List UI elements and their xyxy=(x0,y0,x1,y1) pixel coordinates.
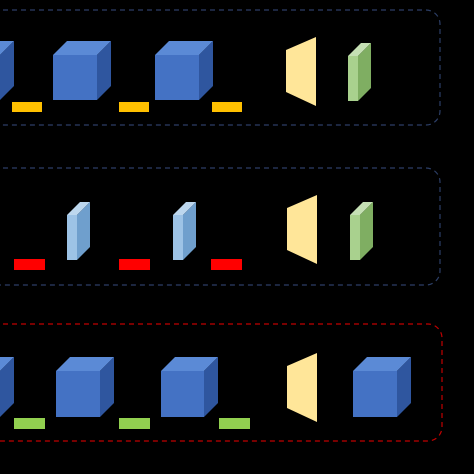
row-1-dashed-frame xyxy=(0,9,441,126)
token-green xyxy=(119,418,150,429)
token-yellow xyxy=(12,102,42,112)
row-2 xyxy=(0,167,441,286)
cube-block xyxy=(53,41,111,100)
thin-blue-block xyxy=(67,202,90,260)
row-3-dashed-frame xyxy=(0,323,443,442)
cube-block xyxy=(155,41,213,100)
trapezoid-block xyxy=(287,195,317,264)
token-red xyxy=(211,259,242,270)
token-green xyxy=(14,418,45,429)
thin-green-block xyxy=(348,43,371,101)
row-3 xyxy=(0,323,443,442)
cube-block xyxy=(0,41,14,100)
thin-green-block xyxy=(350,202,373,260)
token-red xyxy=(119,259,150,270)
token-red xyxy=(14,259,45,270)
token-yellow xyxy=(212,102,242,112)
row-2-dashed-frame xyxy=(0,167,441,286)
cube-block xyxy=(0,357,14,417)
cube-block xyxy=(56,357,114,417)
token-yellow xyxy=(119,102,149,112)
thin-blue-block xyxy=(173,202,196,260)
row-1 xyxy=(0,9,441,126)
token-green xyxy=(219,418,250,429)
cube-block xyxy=(161,357,218,417)
trapezoid-block xyxy=(286,37,316,106)
trapezoid-block xyxy=(287,353,317,422)
cube-block xyxy=(353,357,411,417)
